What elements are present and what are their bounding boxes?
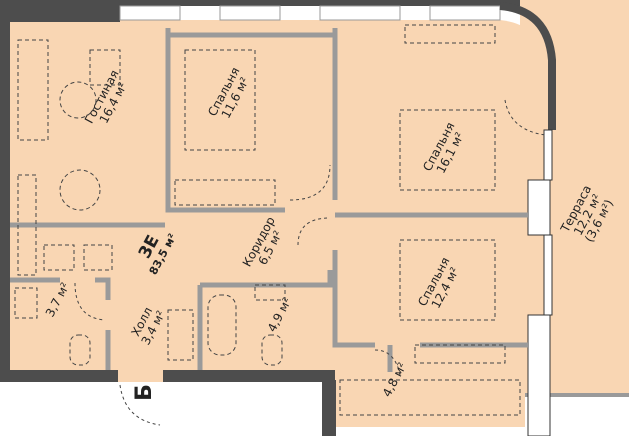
bed (184, 49, 256, 151)
wall (165, 28, 285, 213)
wall (332, 250, 393, 372)
dresser (414, 344, 506, 364)
hatched-wall (527, 314, 551, 436)
bathtub (207, 294, 237, 356)
wardrobe (174, 179, 276, 206)
curved-facade (499, 2, 556, 130)
balcony-floor (333, 372, 525, 427)
entrance-floor (118, 370, 163, 382)
outer-wall-left (0, 20, 10, 380)
toilet (69, 334, 91, 366)
desk (404, 24, 496, 44)
door-swing (297, 217, 331, 246)
wall (197, 270, 333, 370)
hatched-wall (527, 179, 551, 236)
sofa (17, 39, 49, 141)
armchair (89, 49, 121, 86)
apartment-floor (8, 20, 548, 380)
door-swing (119, 384, 161, 426)
door-swing (74, 282, 106, 321)
sink (43, 244, 75, 271)
coffee-table (59, 81, 97, 119)
toilet (261, 334, 283, 366)
wall (10, 277, 111, 370)
bed (399, 109, 496, 191)
washbasin (254, 284, 286, 301)
door-swing (289, 164, 331, 201)
outer-wall-top (0, 0, 120, 22)
dining-table (59, 169, 101, 211)
washbasin (14, 287, 38, 319)
window (119, 5, 181, 21)
window (219, 5, 281, 21)
bed (399, 239, 496, 321)
kitchen-counter (17, 174, 37, 276)
window (319, 5, 401, 21)
shelf (339, 379, 521, 416)
window (429, 5, 501, 21)
shoe-rack (167, 309, 194, 361)
stove (83, 244, 113, 271)
entrance-label: Б (131, 384, 157, 401)
